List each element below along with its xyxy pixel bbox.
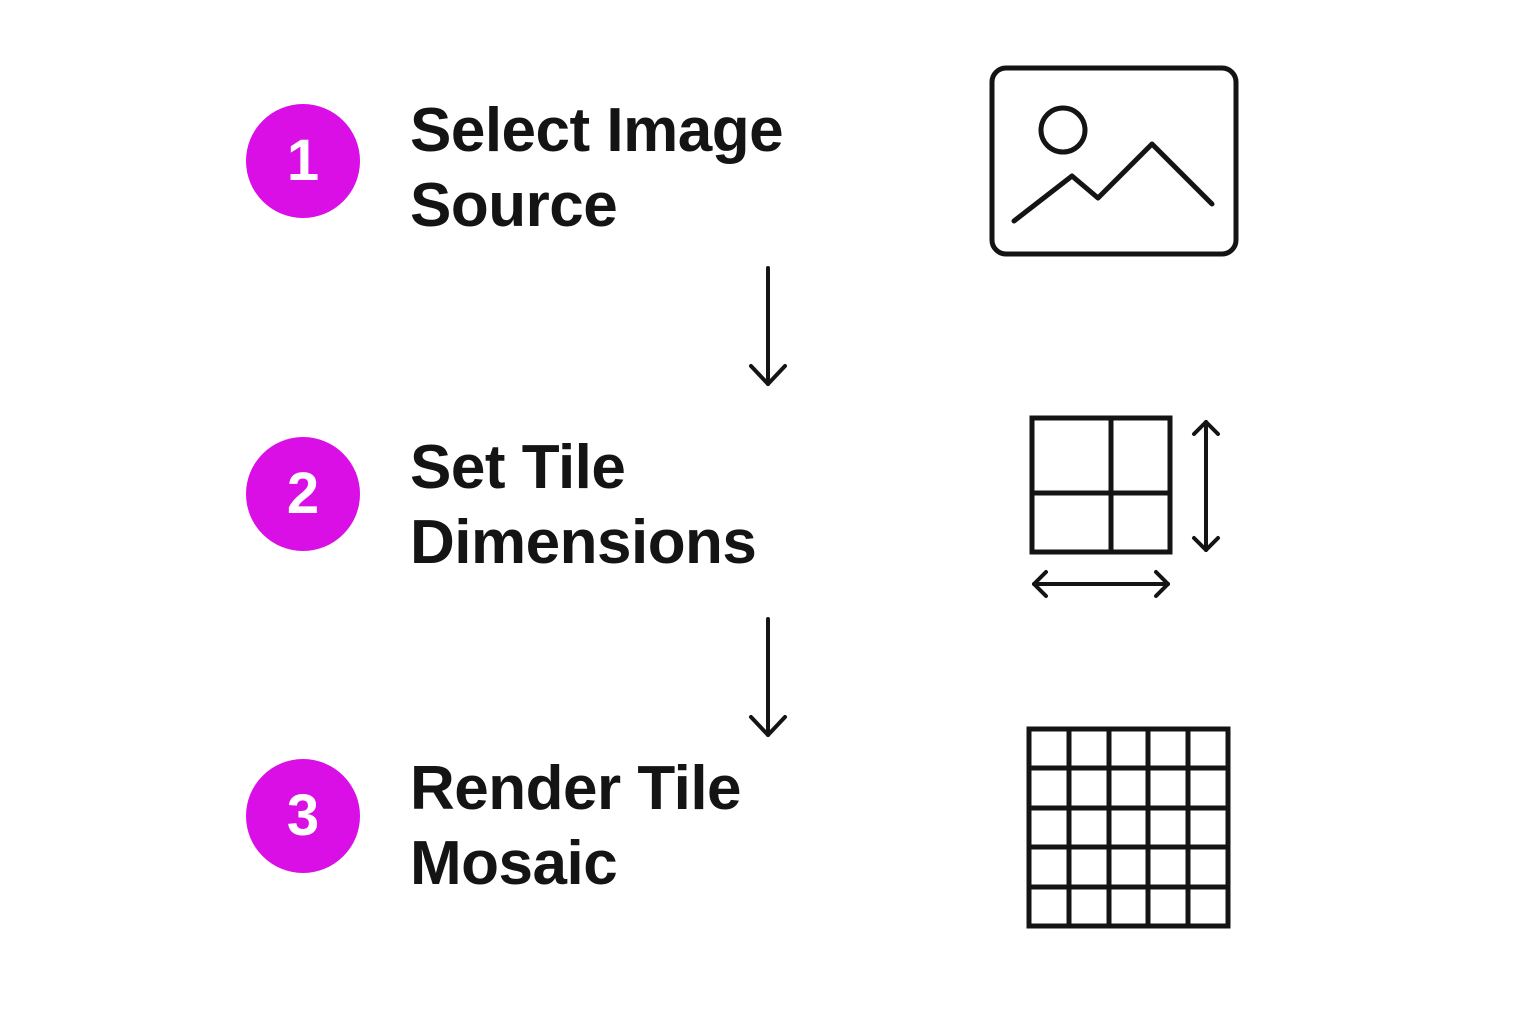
step-1-badge: 1 [246,104,360,218]
step-2-number: 2 [286,461,320,526]
step-2-badge: 2 [246,437,360,551]
step-3-badge: 3 [246,759,360,873]
step-2-label-line-2: Dimensions [410,508,757,577]
step-2-label-line-1: Set Tile [410,433,626,502]
step-3-label-line-1: Render Tile [410,754,742,823]
step-3-label-line-2: Mosaic [410,829,618,898]
step-1-label: Select Image Source [410,93,870,243]
step-2-label: Set Tile Dimensions [410,430,870,580]
width-arrow-icon [1032,570,1170,598]
tile-dimensions-icon [1029,415,1220,598]
step-1-label-line-2: Source [410,171,618,240]
mosaic-grid-icon [1026,726,1231,929]
flow-arrow-2 [749,617,787,737]
flow-arrow-1 [749,266,787,386]
height-arrow-icon [1192,420,1220,552]
step-3-number: 3 [286,783,320,848]
step-3-label: Render Tile Mosaic [410,751,870,901]
step-1-label-line-1: Select Image [410,96,784,165]
step-1-number: 1 [286,128,320,193]
image-icon [989,65,1239,257]
